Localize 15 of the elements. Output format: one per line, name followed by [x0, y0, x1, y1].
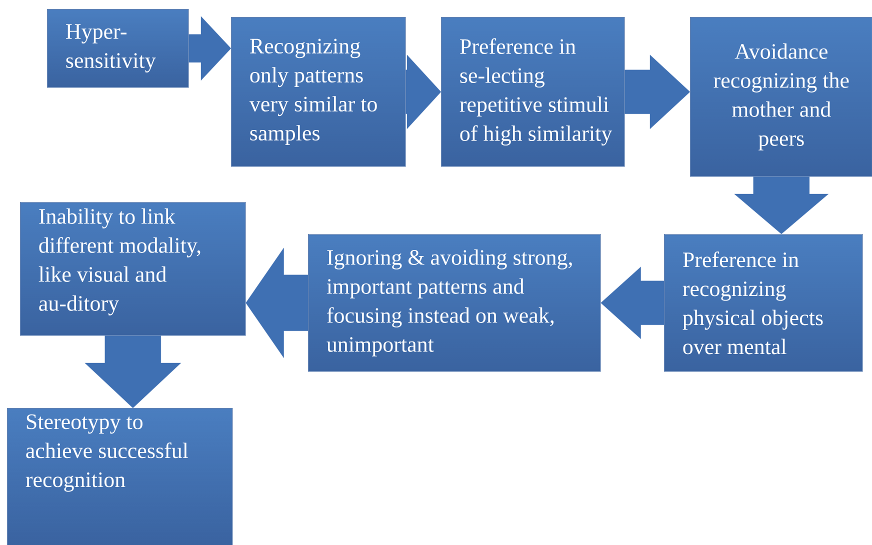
block-arrow — [624, 54, 690, 129]
block-arrow — [188, 16, 232, 80]
process-box: Preference in se-lecting repetitive stimuli of high similarity — [441, 17, 625, 167]
block-arrow — [600, 266, 664, 339]
block-arrow — [406, 54, 442, 129]
process-box: Preference in recognizing physical objects over mental — [664, 234, 863, 372]
process-box: Avoidance recognizing the mother and peers — [690, 17, 872, 177]
process-box: Inability to link different modality, like visual and au-ditory — [20, 202, 246, 336]
block-arrow — [246, 248, 308, 358]
process-box: Stereotypy to achieve successful recognition — [7, 408, 233, 545]
process-box: Ignoring & avoiding strong, important patterns and focusing instead on weak, unimportant — [308, 234, 601, 372]
block-arrow — [734, 176, 828, 234]
block-arrow — [84, 336, 181, 408]
process-box: Recognizing only patterns very similar to samples — [231, 17, 406, 167]
process-box: Hyper-sensitivity — [47, 9, 189, 88]
